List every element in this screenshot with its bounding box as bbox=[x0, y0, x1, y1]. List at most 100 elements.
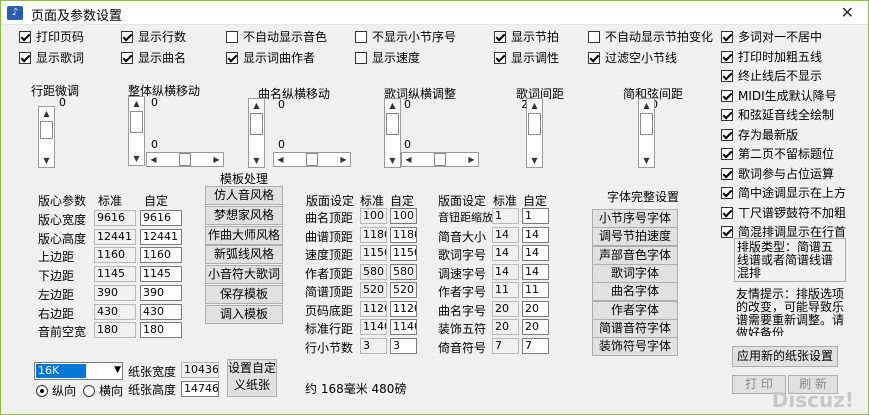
custom-value-field[interactable]: 9616 bbox=[140, 210, 182, 226]
option-checkbox[interactable]: 显示曲名 bbox=[121, 51, 186, 65]
custom-value-field[interactable]: 1150 bbox=[390, 245, 417, 261]
option-checkbox[interactable]: 丅尺谱锣鼓符不加粗 bbox=[721, 206, 846, 220]
custom-value-field[interactable]: 1140 bbox=[390, 319, 417, 335]
custom-value-field[interactable]: 1 bbox=[522, 208, 549, 224]
scroll-up-icon[interactable]: ▲ bbox=[389, 101, 396, 110]
option-checkbox[interactable]: 歌词参与占位运算 bbox=[721, 167, 834, 181]
scroll-right-icon[interactable]: ▶ bbox=[340, 155, 347, 164]
paper-size-select[interactable]: 16K▼ bbox=[34, 362, 123, 380]
portrait-radio[interactable]: 纵向 bbox=[36, 384, 76, 398]
template-button[interactable]: 保存模板 bbox=[205, 285, 283, 304]
custom-value-field[interactable]: 20 bbox=[522, 300, 549, 317]
option-checkbox[interactable]: 终止线后不显示 bbox=[721, 69, 822, 83]
custom-value-field[interactable]: 1160 bbox=[140, 247, 182, 264]
chevron-down-icon[interactable]: ▼ bbox=[114, 365, 121, 375]
option-checkbox[interactable]: 显示调性 bbox=[494, 51, 559, 65]
option-checkbox[interactable]: 打印时加粗五线 bbox=[721, 50, 822, 64]
font-setting-button[interactable]: 装饰符号字体 bbox=[592, 337, 678, 357]
scroll-thumb[interactable] bbox=[640, 113, 653, 135]
custom-paper-button[interactable]: 设置自定义纸张 bbox=[227, 359, 277, 397]
font-setting-button[interactable]: 作者字体 bbox=[592, 300, 678, 320]
line-fine-scrollbar[interactable]: ▲▼ bbox=[38, 106, 55, 168]
option-checkbox[interactable]: 打印页码 bbox=[19, 30, 84, 44]
option-checkbox[interactable]: 显示行数 bbox=[121, 30, 186, 44]
scroll-left-icon[interactable]: ◀ bbox=[277, 155, 284, 164]
custom-value-field[interactable]: 12441 bbox=[140, 228, 182, 245]
scroll-thumb[interactable] bbox=[40, 121, 53, 139]
scroll-thumb[interactable] bbox=[306, 153, 318, 166]
scroll-up-icon[interactable]: ▲ bbox=[43, 109, 50, 118]
chord-spacing-scrollbar[interactable]: ▲▼ bbox=[638, 98, 655, 168]
custom-value-field[interactable]: 11 bbox=[522, 282, 549, 298]
option-checkbox[interactable]: MIDI生成默认降号 bbox=[721, 89, 837, 103]
option-checkbox[interactable]: 简混排调显示在行首 bbox=[721, 225, 846, 239]
template-button[interactable]: 仿人音风格 bbox=[205, 186, 283, 205]
option-checkbox[interactable]: 第二页不留标题位 bbox=[721, 147, 834, 161]
template-button[interactable]: 梦想家风格 bbox=[205, 205, 283, 225]
option-checkbox[interactable]: 多词对一不居中 bbox=[721, 30, 822, 44]
scroll-thumb[interactable] bbox=[434, 153, 446, 166]
option-checkbox[interactable]: 和弦延音线全绘制 bbox=[721, 108, 834, 122]
option-checkbox[interactable]: 不自动显示节拍变化 bbox=[588, 30, 713, 44]
custom-value-field[interactable]: 20 bbox=[522, 319, 549, 335]
custom-value-field[interactable]: 14 bbox=[522, 226, 549, 243]
lyric-h-scrollbar[interactable]: ◀▶ bbox=[401, 152, 479, 167]
custom-value-field[interactable]: 3 bbox=[390, 337, 417, 354]
option-checkbox[interactable]: 不显示小节序号 bbox=[355, 30, 456, 44]
custom-value-field[interactable]: 580 bbox=[390, 263, 417, 280]
option-checkbox[interactable]: 存为最新版 bbox=[721, 128, 798, 142]
font-setting-button[interactable]: 声部音色字体 bbox=[592, 245, 678, 265]
option-checkbox[interactable]: 显示速度 bbox=[355, 51, 420, 65]
landscape-radio[interactable]: 横向 bbox=[83, 384, 123, 398]
custom-value-field[interactable]: 520 bbox=[390, 282, 417, 298]
custom-value-field[interactable]: 7 bbox=[522, 337, 549, 354]
scroll-down-icon[interactable]: ▼ bbox=[43, 156, 50, 165]
lyric-v-scrollbar[interactable]: ▲▼ bbox=[384, 98, 401, 168]
custom-value-field[interactable]: 1120 bbox=[390, 300, 417, 317]
scroll-up-icon[interactable]: ▲ bbox=[531, 101, 538, 110]
option-checkbox[interactable]: 不自动显示音色 bbox=[226, 30, 327, 44]
custom-value-field[interactable]: 100 bbox=[390, 208, 417, 224]
font-setting-button[interactable]: 调号节拍速度 bbox=[592, 227, 678, 247]
print-button[interactable]: 打 印 bbox=[732, 375, 786, 394]
scroll-thumb[interactable] bbox=[386, 113, 399, 135]
scroll-up-icon[interactable]: ▲ bbox=[643, 101, 650, 110]
template-button[interactable]: 新弧线风格 bbox=[205, 245, 283, 265]
scroll-down-icon[interactable]: ▼ bbox=[643, 156, 650, 165]
option-checkbox[interactable]: 显示歌词 bbox=[19, 51, 84, 65]
scroll-left-icon[interactable]: ◀ bbox=[405, 155, 412, 164]
option-checkbox[interactable]: 显示词曲作者 bbox=[226, 51, 315, 65]
scroll-thumb[interactable] bbox=[250, 113, 263, 135]
option-checkbox[interactable]: 显示节拍 bbox=[494, 30, 559, 44]
custom-value-field[interactable]: 430 bbox=[140, 303, 182, 320]
title-v-scrollbar[interactable]: ▲▼ bbox=[248, 98, 265, 168]
custom-value-field[interactable]: 1145 bbox=[140, 266, 182, 283]
score-h-scrollbar[interactable]: ◀▶ bbox=[146, 152, 224, 167]
custom-value-field[interactable]: 14 bbox=[522, 245, 549, 261]
refresh-button[interactable]: 刷 新 bbox=[788, 375, 838, 394]
scroll-thumb[interactable] bbox=[130, 111, 143, 133]
custom-value-field[interactable]: 180 bbox=[140, 322, 182, 339]
template-button[interactable]: 小音符大歌词 bbox=[205, 265, 283, 285]
option-checkbox[interactable]: 过滤空小节线 bbox=[588, 51, 677, 65]
scroll-down-icon[interactable]: ▼ bbox=[389, 156, 396, 165]
template-button[interactable]: 调入模板 bbox=[205, 304, 283, 324]
scroll-down-icon[interactable]: ▼ bbox=[253, 156, 260, 165]
option-checkbox[interactable]: 简中途调显示在上方 bbox=[721, 186, 846, 200]
scroll-down-icon[interactable]: ▼ bbox=[133, 154, 140, 163]
font-setting-button[interactable]: 曲名字体 bbox=[592, 282, 678, 302]
lyric-spacing-scrollbar[interactable]: ▲▼ bbox=[526, 98, 543, 168]
scroll-thumb[interactable] bbox=[528, 113, 541, 135]
apply-paper-button[interactable]: 应用新的纸张设置 bbox=[732, 346, 838, 367]
font-setting-button[interactable]: 小节序号字体 bbox=[592, 209, 678, 228]
custom-value-field[interactable]: 390 bbox=[140, 284, 182, 301]
scroll-down-icon[interactable]: ▼ bbox=[531, 156, 538, 165]
font-setting-button[interactable]: 简谱音符字体 bbox=[592, 318, 678, 338]
scroll-up-icon[interactable]: ▲ bbox=[253, 101, 260, 110]
scroll-thumb[interactable] bbox=[179, 153, 191, 166]
scroll-right-icon[interactable]: ▶ bbox=[213, 155, 220, 164]
close-icon[interactable]: ✕ bbox=[840, 3, 854, 22]
title-h-scrollbar[interactable]: ◀▶ bbox=[273, 152, 351, 167]
template-button[interactable]: 作曲大师风格 bbox=[205, 225, 283, 245]
paper-width-field[interactable]: 10436 bbox=[181, 362, 219, 378]
